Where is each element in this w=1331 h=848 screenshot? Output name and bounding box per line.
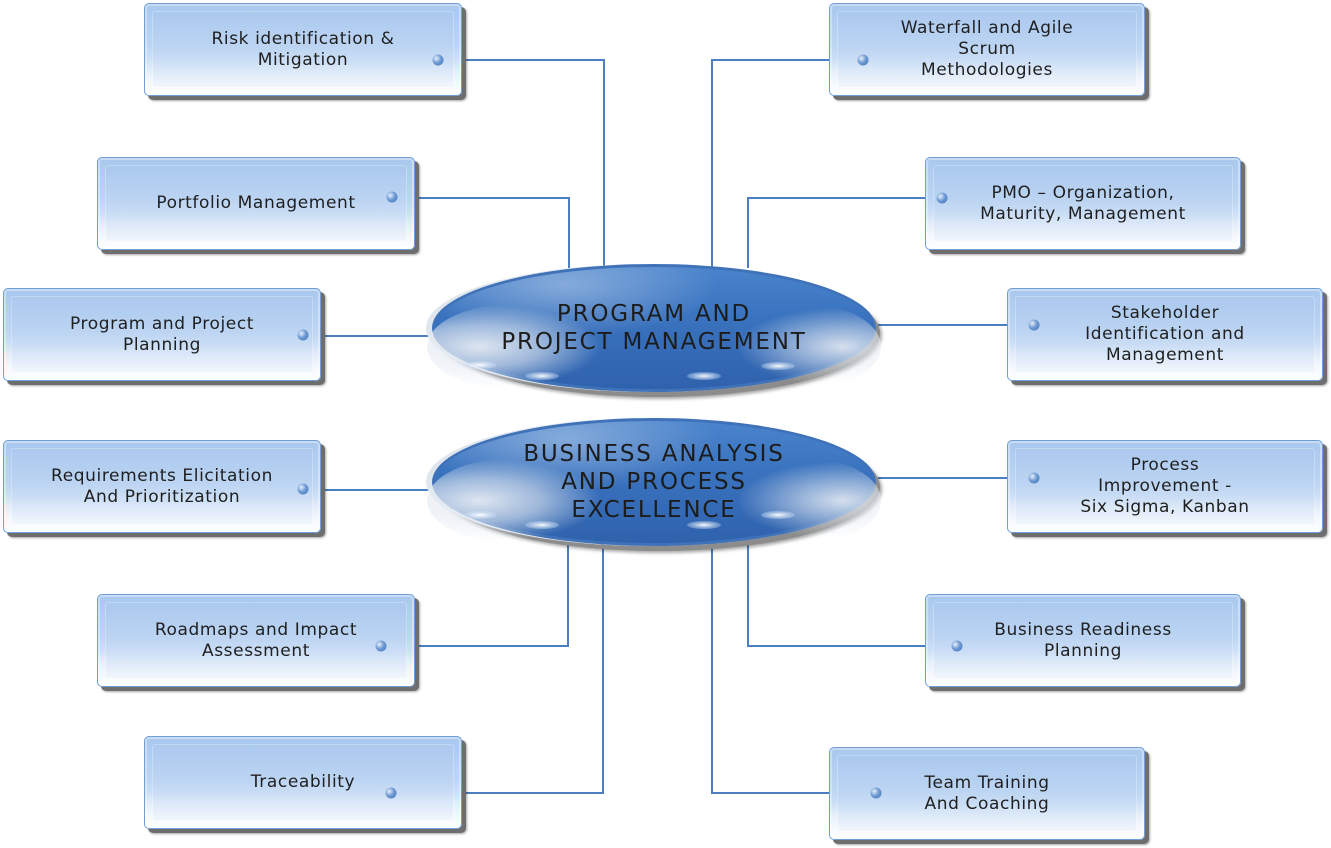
connector-dot-icon (386, 191, 398, 203)
node-risk: Risk identification & Mitigation (144, 3, 462, 96)
hub-program-project-management: PROGRAM AND PROJECT MANAGEMENT (427, 264, 881, 392)
connector-readiness (747, 540, 957, 647)
glint-decoration (761, 511, 795, 519)
connector-dot-icon (1028, 472, 1040, 484)
glint-decoration (525, 372, 559, 380)
connector-dot-icon (951, 640, 963, 652)
connector-dot-icon (870, 787, 882, 799)
node-label: Traceability (250, 772, 356, 792)
connector-dot-icon (385, 787, 397, 799)
node-label: Portfolio Management (156, 193, 356, 213)
node-stakeholder: Stakeholder Identification and Managemen… (1007, 288, 1323, 381)
hub-label: BUSINESS ANALYSIS AND PROCESS EXCELLENCE (523, 441, 785, 523)
node-label: Business Readiness Planning (994, 619, 1172, 661)
node-label: PMO – Organization, Maturity, Management (980, 182, 1186, 224)
connector-dot-icon (857, 54, 869, 66)
hub-label: PROGRAM AND PROJECT MANAGEMENT (501, 301, 807, 355)
node-label: Waterfall and Agile Scrum Methodologies (900, 18, 1074, 80)
node-training: Team Training And Coaching (829, 747, 1145, 840)
glint-decoration (761, 362, 795, 370)
node-label: Program and Project Planning (69, 313, 255, 355)
node-traceability: Traceability (144, 736, 462, 829)
glint-decoration (463, 511, 497, 519)
node-pmo: PMO – Organization, Maturity, Management (925, 157, 1241, 250)
glint-decoration (463, 361, 497, 369)
node-readiness: Business Readiness Planning (925, 594, 1241, 687)
node-process: Process Improvement - Six Sigma, Kanban (1007, 440, 1323, 533)
connector-dot-icon (936, 192, 948, 204)
connector-dot-icon (432, 54, 444, 66)
connector-risk (440, 59, 605, 268)
glint-decoration (687, 521, 721, 529)
connector-pmo (747, 197, 942, 268)
connector-roadmaps (381, 540, 569, 647)
node-label: Roadmaps and Impact Assessment (154, 619, 358, 661)
node-portfolio: Portfolio Management (97, 157, 415, 250)
node-label: Process Improvement - Six Sigma, Kanban (1080, 455, 1250, 517)
node-roadmaps: Roadmaps and Impact Assessment (97, 594, 415, 687)
connector-dot-icon (375, 640, 387, 652)
glint-decoration (687, 372, 721, 380)
connector-training (711, 540, 876, 794)
node-requirements: Requirements Elicitation And Prioritizat… (3, 440, 321, 533)
connector-waterfall (711, 59, 862, 268)
node-waterfall: Waterfall and Agile Scrum Methodologies (829, 3, 1145, 96)
connector-dot-icon (1028, 319, 1040, 331)
glint-decoration (525, 521, 559, 529)
node-label: Stakeholder Identification and Managemen… (1085, 303, 1245, 365)
node-label: Team Training And Coaching (924, 772, 1050, 814)
connector-dot-icon (297, 483, 309, 495)
connector-portfolio (392, 197, 570, 268)
node-planning: Program and Project Planning (3, 288, 321, 381)
hub-business-analysis-process-excellence: BUSINESS ANALYSIS AND PROCESS EXCELLENCE (427, 418, 881, 546)
node-label: Requirements Elicitation And Prioritizat… (51, 465, 273, 507)
node-label: Risk identification & Mitigation (211, 28, 395, 70)
connector-dot-icon (297, 329, 309, 341)
